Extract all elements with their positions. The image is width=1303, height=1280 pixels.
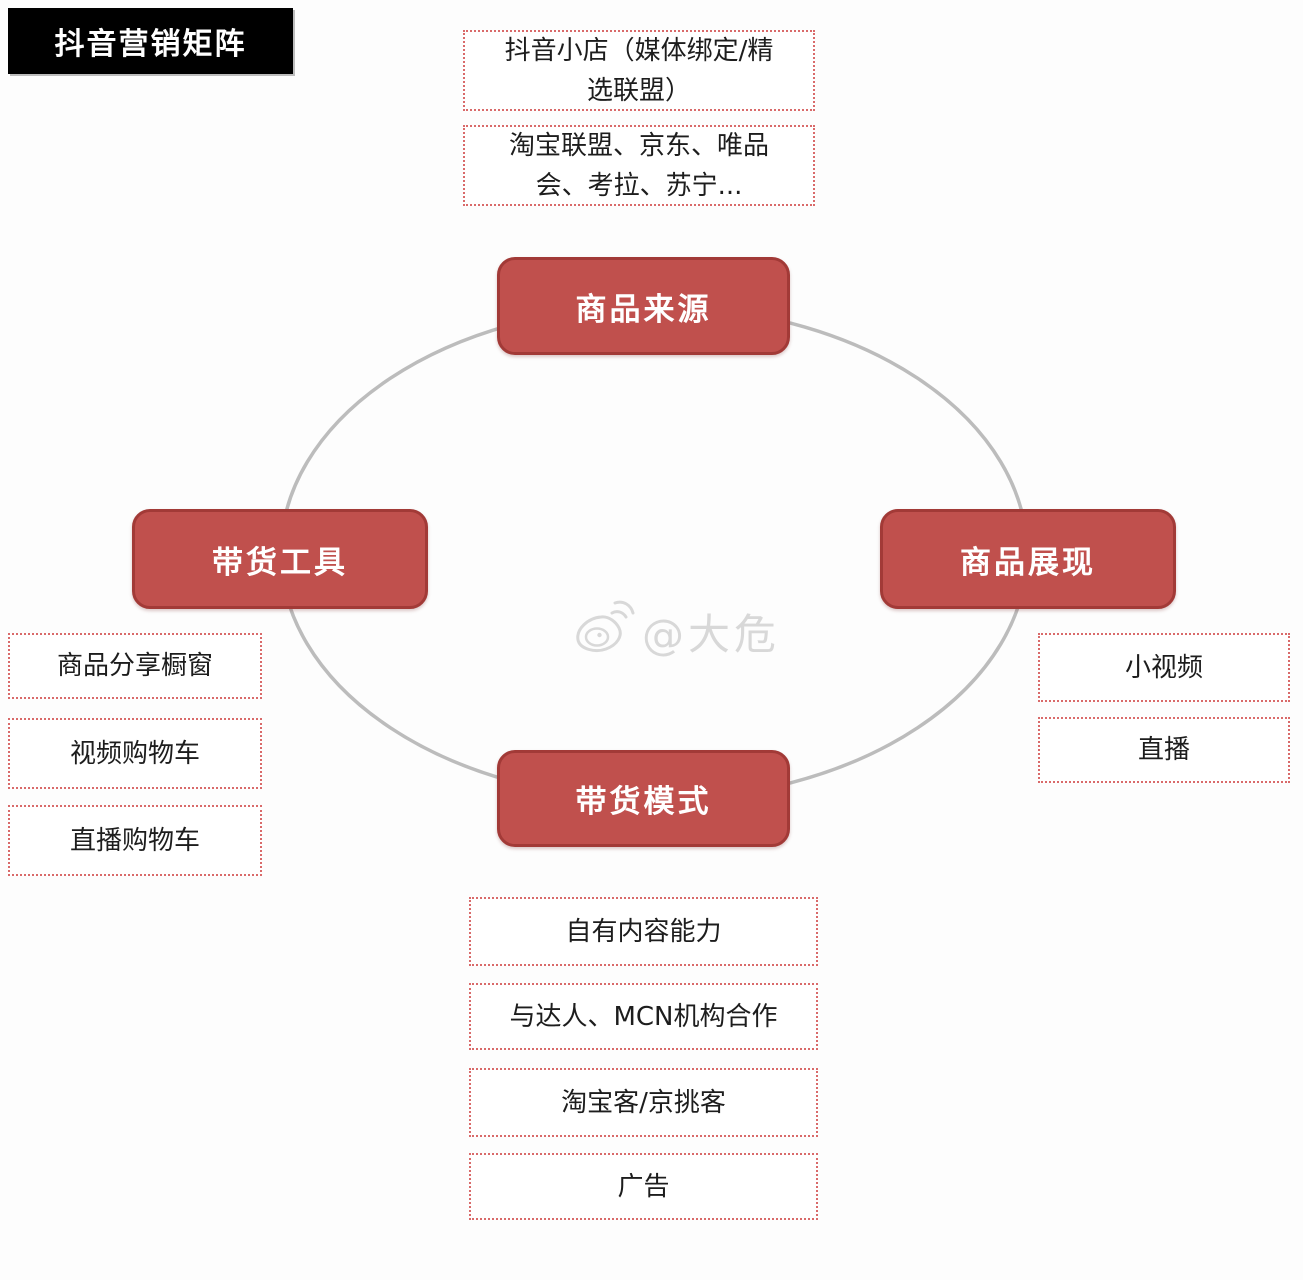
mode-item-taobaoke: 淘宝客/京挑客 [469, 1068, 818, 1137]
node-sales-mode: 带货模式 [497, 750, 790, 847]
tool-item-video-cart: 视频购物车 [8, 718, 262, 789]
tool-item-share-window: 商品分享橱窗 [8, 633, 262, 699]
source-item-label: 抖音小店（媒体绑定/精选联盟） [504, 35, 774, 106]
mode-item-label: 自有内容能力 [565, 916, 722, 947]
node-product-display: 商品展现 [880, 509, 1176, 609]
node-label: 带货模式 [575, 784, 712, 820]
mode-item-label: 与达人、MCN机构合作 [509, 1001, 778, 1032]
watermark: @大危 [572, 598, 780, 664]
tool-item-label: 商品分享橱窗 [56, 651, 213, 681]
display-item-short-video: 小视频 [1038, 633, 1290, 702]
source-item-label: 淘宝联盟、京东、唯品会、考拉、苏宁... [508, 130, 769, 201]
diagram-title: 抖音营销矩阵 [8, 8, 293, 74]
node-sales-tools: 带货工具 [132, 509, 428, 609]
watermark-handle: @大危 [642, 609, 781, 659]
source-item-douyin-store: 抖音小店（媒体绑定/精选联盟） [463, 30, 815, 111]
display-item-live: 直播 [1038, 717, 1290, 783]
mode-item-mcn-cooperation: 与达人、MCN机构合作 [469, 983, 818, 1050]
mode-item-label: 淘宝客/京挑客 [561, 1087, 726, 1118]
node-label: 商品展现 [960, 544, 1096, 581]
mode-item-own-content: 自有内容能力 [469, 897, 818, 966]
source-item-alliances: 淘宝联盟、京东、唯品会、考拉、苏宁... [463, 125, 815, 206]
node-product-source: 商品来源 [497, 257, 790, 355]
mode-item-ads: 广告 [469, 1153, 818, 1220]
tool-item-label: 直播购物车 [69, 825, 200, 856]
node-label: 商品来源 [575, 291, 712, 328]
mode-item-label: 广告 [617, 1171, 670, 1202]
diagram-title-label: 抖音营销矩阵 [54, 27, 247, 62]
weibo-logo-icon [572, 598, 636, 664]
display-item-label: 小视频 [1124, 652, 1203, 683]
tool-item-label: 视频购物车 [69, 738, 200, 769]
tool-item-live-cart: 直播购物车 [8, 805, 262, 876]
node-label: 带货工具 [212, 544, 348, 581]
display-item-label: 直播 [1137, 735, 1190, 765]
